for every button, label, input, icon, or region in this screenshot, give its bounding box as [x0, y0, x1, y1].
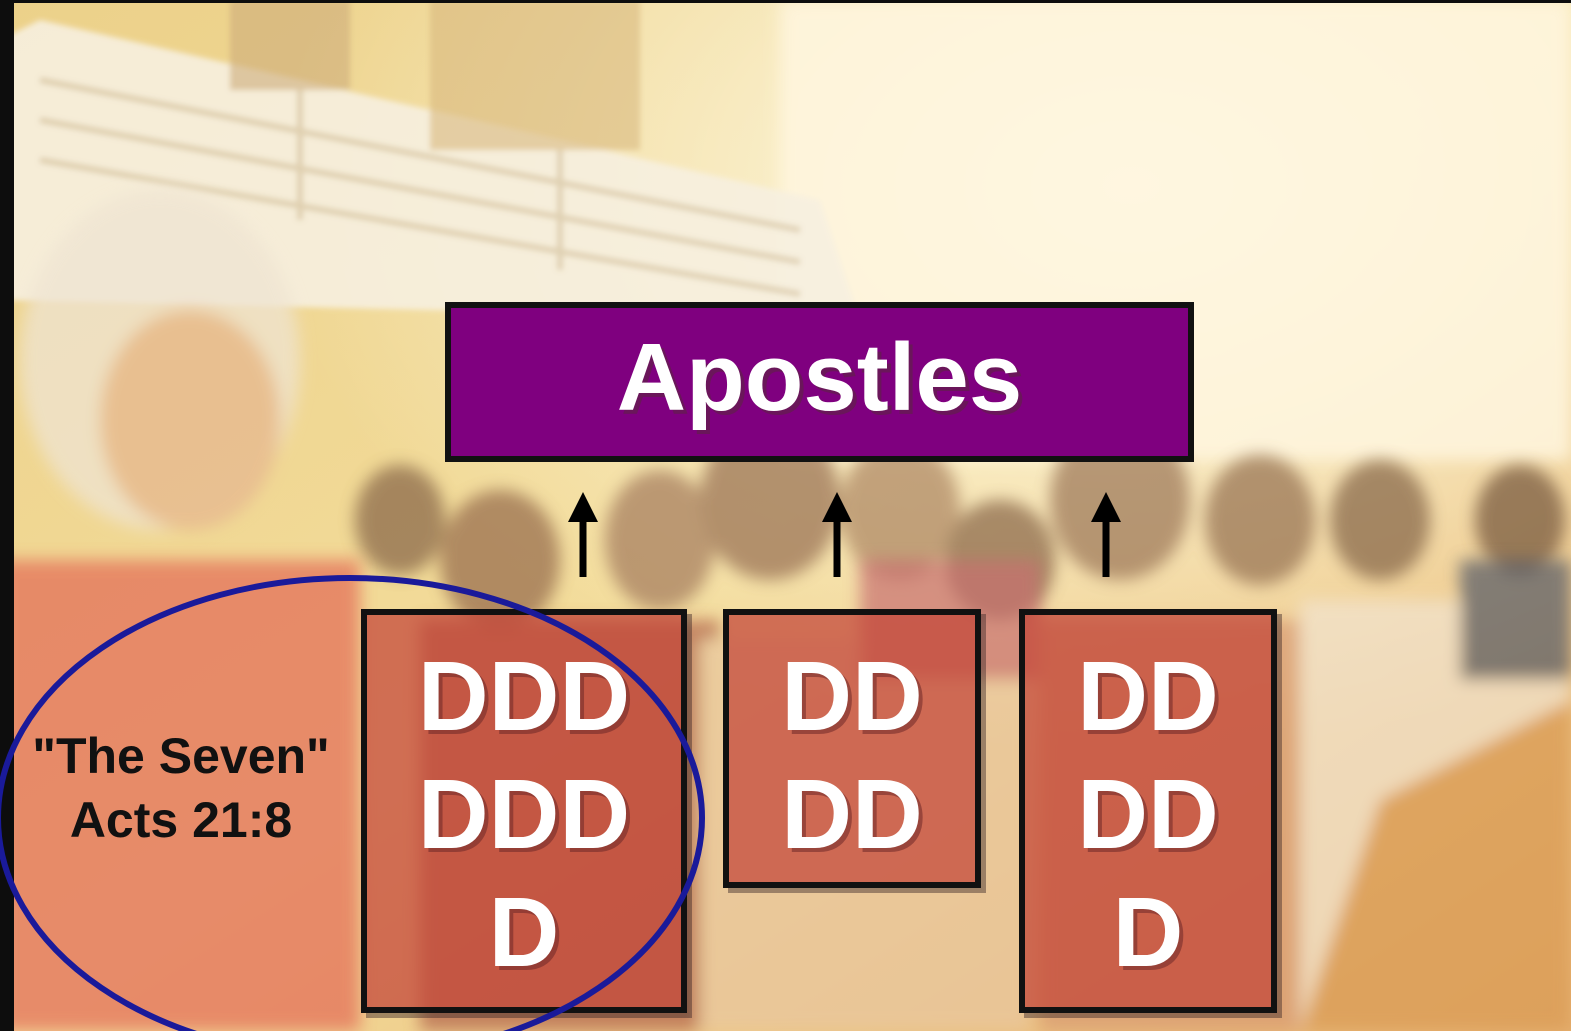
group-1-line-2: DDD [417, 759, 631, 869]
seven-callout-reference: Acts 21:8 [69, 792, 293, 848]
group-1-line-1: DDD [417, 641, 631, 751]
disciple-group-1: DDD DDD D [361, 609, 687, 1013]
group-3-line-2: DD [1077, 759, 1219, 869]
disciple-group-2: DD DD [723, 609, 981, 888]
seven-callout-title: "The Seven" [32, 728, 330, 784]
group-1-line-3: D [488, 877, 560, 987]
group-2-line-2: DD [781, 759, 923, 869]
apostles-box: Apostles [445, 302, 1194, 462]
seven-callout: "The Seven" Acts 21:8 [0, 724, 362, 852]
group-3-line-3: D [1112, 877, 1184, 987]
disciple-group-3: DD DD D [1019, 609, 1277, 1013]
group-3-line-1: DD [1077, 641, 1219, 751]
group-2-line-1: DD [781, 641, 923, 751]
apostles-label: Apostles [616, 324, 1023, 431]
